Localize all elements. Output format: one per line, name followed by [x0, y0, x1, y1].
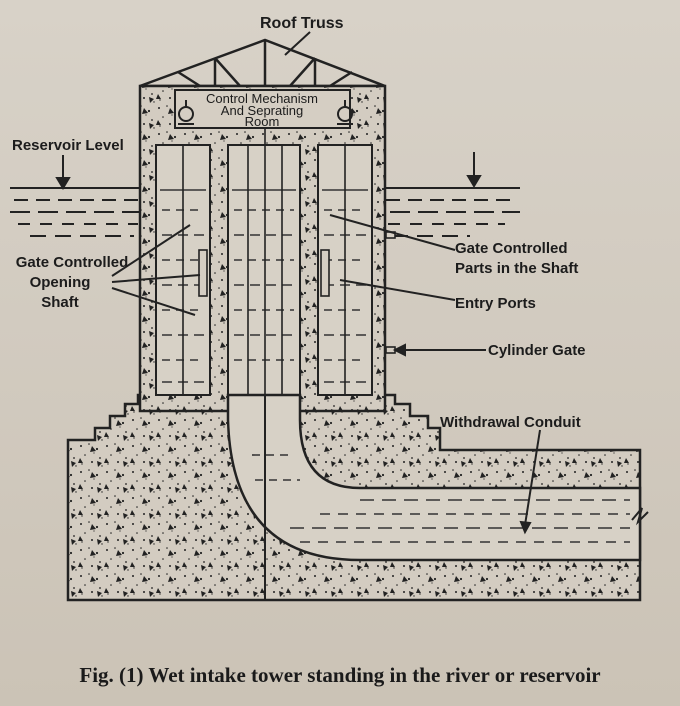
label-gate-opening-3: Shaft [41, 294, 79, 311]
label-gate-opening-1: Gate Controlled [16, 254, 129, 271]
control-room [174, 89, 351, 129]
label-roof-truss: Roof Truss [260, 15, 344, 32]
label-withdrawal-conduit: Withdrawal Conduit [440, 414, 581, 431]
reservoir-level-arrows [55, 152, 482, 190]
withdrawal-conduit [226, 393, 642, 562]
label-gate-parts-2: Parts in the Shaft [455, 260, 578, 277]
label-control-room-3: Room [245, 114, 280, 129]
shaft-chambers [155, 144, 373, 396]
conduit-water-lines [252, 454, 630, 543]
label-gate-opening-2: Opening [30, 274, 91, 291]
label-control-room-2: And Seprating [221, 103, 303, 118]
break-symbol [631, 507, 649, 526]
figure-caption: Fig. (1) Wet intake tower standing in th… [79, 663, 601, 687]
gate-rods [182, 128, 346, 395]
label-cylinder-gate: Cylinder Gate [488, 342, 586, 359]
label-reservoir-level: Reservoir Level [12, 137, 124, 154]
label-entry-ports: Entry Ports [455, 295, 536, 312]
leader-lines [111, 31, 541, 535]
label-control-room-1: Control Mechanism [206, 91, 318, 106]
label-gate-parts-1: Gate Controlled [455, 240, 568, 257]
roof-truss [139, 38, 386, 88]
motor-icon [178, 100, 353, 125]
